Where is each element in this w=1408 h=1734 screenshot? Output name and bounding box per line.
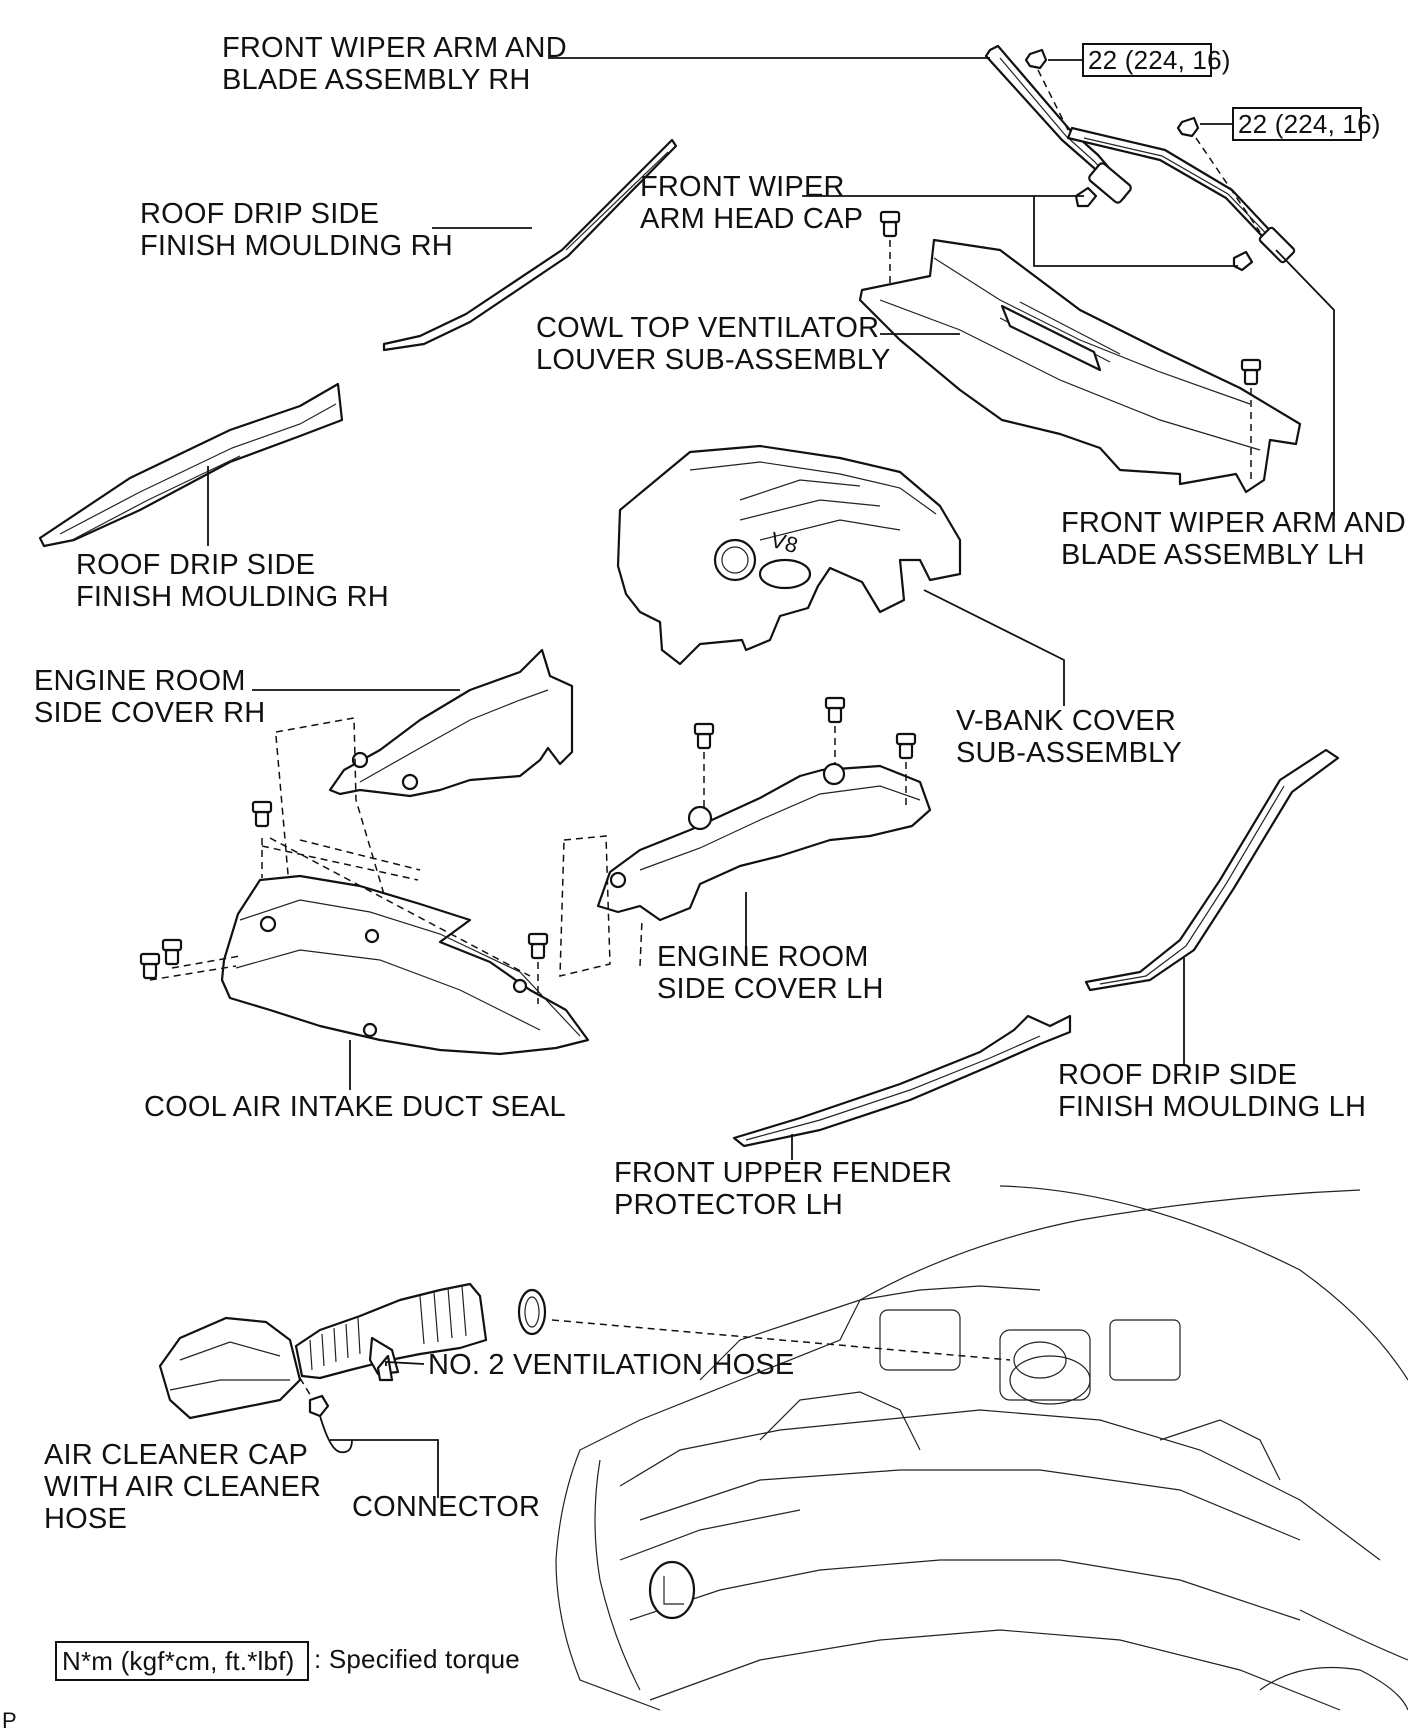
- side-cover-lh-clip-1: [693, 722, 715, 808]
- cowl-clip-2: [1240, 358, 1262, 480]
- torque-callout-2: 22 (224, 16): [1232, 107, 1381, 141]
- label-air-cleaner-cap-line1: AIR CLEANER CAP: [44, 1439, 308, 1471]
- cowl-clip-1: [879, 210, 901, 284]
- label-wiper-arm-lh-line1: FRONT WIPER ARM AND: [1061, 507, 1406, 539]
- side-cover-lh-clip-2: [824, 696, 846, 764]
- roof-drip-rh-upper-drawing: [382, 138, 678, 352]
- label-cowl-louver-line1: COWL TOP VENTILATOR: [536, 312, 879, 344]
- wiper-head-caps: [1074, 186, 1254, 272]
- side-cover-lh-clip-3: [895, 732, 917, 808]
- label-engine-side-cover-lh-line2: SIDE COVER LH: [657, 973, 884, 1005]
- fender-protector-lh-drawing: [732, 1014, 1072, 1148]
- legend-box-text: N*m (kgf*cm, ft.*lbf): [62, 1646, 294, 1676]
- torque-spec-2: 22 (224, 16): [1238, 109, 1381, 139]
- label-wiper-arm-rh-line1: FRONT WIPER ARM AND: [222, 32, 567, 64]
- label-cool-air-duct: COOL AIR INTAKE DUCT SEAL: [144, 1091, 566, 1123]
- label-cowl-louver-line2: LOUVER SUB-ASSEMBLY: [536, 344, 891, 376]
- wiper-nut-1: [1024, 48, 1083, 131]
- label-roof-drip-lh-line2: FINISH MOULDING LH: [1058, 1091, 1366, 1123]
- duct-clip-2: [527, 932, 549, 1004]
- label-vbank-cover-line2: SUB-ASSEMBLY: [956, 737, 1182, 769]
- engine-side-cover-lh-drawing: [559, 762, 932, 977]
- duct-clip-1: [251, 800, 273, 828]
- roof-drip-lh-drawing: [1084, 748, 1340, 992]
- label-roof-drip-rh-upper-line1: ROOF DRIP SIDE: [140, 198, 379, 230]
- label-roof-drip-rh-lower-line1: ROOF DRIP SIDE: [76, 549, 315, 581]
- label-ventilation-hose: NO. 2 VENTILATION HOSE: [428, 1349, 794, 1381]
- leader-lines: [207, 57, 1335, 1498]
- label-fender-protector-lh-line1: FRONT UPPER FENDER: [614, 1157, 952, 1189]
- label-wiper-head-cap-line1: FRONT WIPER: [640, 171, 845, 203]
- cool-air-duct-seal-drawing: [149, 837, 590, 1056]
- engine-compartment-drawing: [555, 1185, 1408, 1711]
- wiper-arm-rh-drawing: [984, 44, 1296, 264]
- label-engine-side-cover-rh-line1: ENGINE ROOM: [34, 665, 246, 697]
- label-wiper-head-cap-line2: ARM HEAD CAP: [640, 203, 863, 235]
- lexus-emblem-drawing: [648, 1560, 696, 1620]
- legend-text: : Specified torque: [314, 1644, 520, 1674]
- torque-legend: N*m (kgf*cm, ft.*lbf) : Specified torque: [55, 1641, 520, 1681]
- connector-drawing: [299, 1377, 353, 1454]
- roof-drip-rh-lower-drawing: [38, 382, 344, 548]
- label-air-cleaner-cap-line2: WITH AIR CLEANER: [44, 1471, 321, 1503]
- air-cleaner-cap-drawing: [158, 1282, 488, 1420]
- wiper-nut-2: [1176, 116, 1261, 233]
- label-air-cleaner-cap-line3: HOSE: [44, 1503, 127, 1535]
- label-engine-side-cover-rh-line2: SIDE COVER RH: [34, 697, 265, 729]
- label-fender-protector-lh-line2: PROTECTOR LH: [614, 1189, 843, 1221]
- cowl-louver-drawing: [858, 210, 1302, 494]
- corner-mark: P: [2, 1708, 17, 1733]
- label-wiper-arm-lh-line2: BLADE ASSEMBLY LH: [1061, 539, 1365, 571]
- duct-clip-3: [139, 952, 161, 980]
- engine-side-cover-rh-drawing: [275, 648, 574, 929]
- torque-callout-1: 22 (224, 16): [1082, 43, 1231, 77]
- label-connector: CONNECTOR: [352, 1491, 540, 1523]
- hose-clamp-drawing: [517, 1288, 1011, 1361]
- duct-clip-4: [161, 938, 183, 966]
- torque-spec-1: 22 (224, 16): [1088, 45, 1231, 75]
- vbank-cover-drawing: V8: [616, 444, 962, 666]
- label-engine-side-cover-lh-line1: ENGINE ROOM: [657, 941, 869, 973]
- label-wiper-arm-rh-line2: BLADE ASSEMBLY RH: [222, 64, 531, 96]
- label-roof-drip-lh-line1: ROOF DRIP SIDE: [1058, 1059, 1297, 1091]
- label-vbank-cover-line1: V-BANK COVER: [956, 705, 1176, 737]
- label-roof-drip-rh-lower-line2: FINISH MOULDING RH: [76, 581, 389, 613]
- label-roof-drip-rh-upper-line2: FINISH MOULDING RH: [140, 230, 453, 262]
